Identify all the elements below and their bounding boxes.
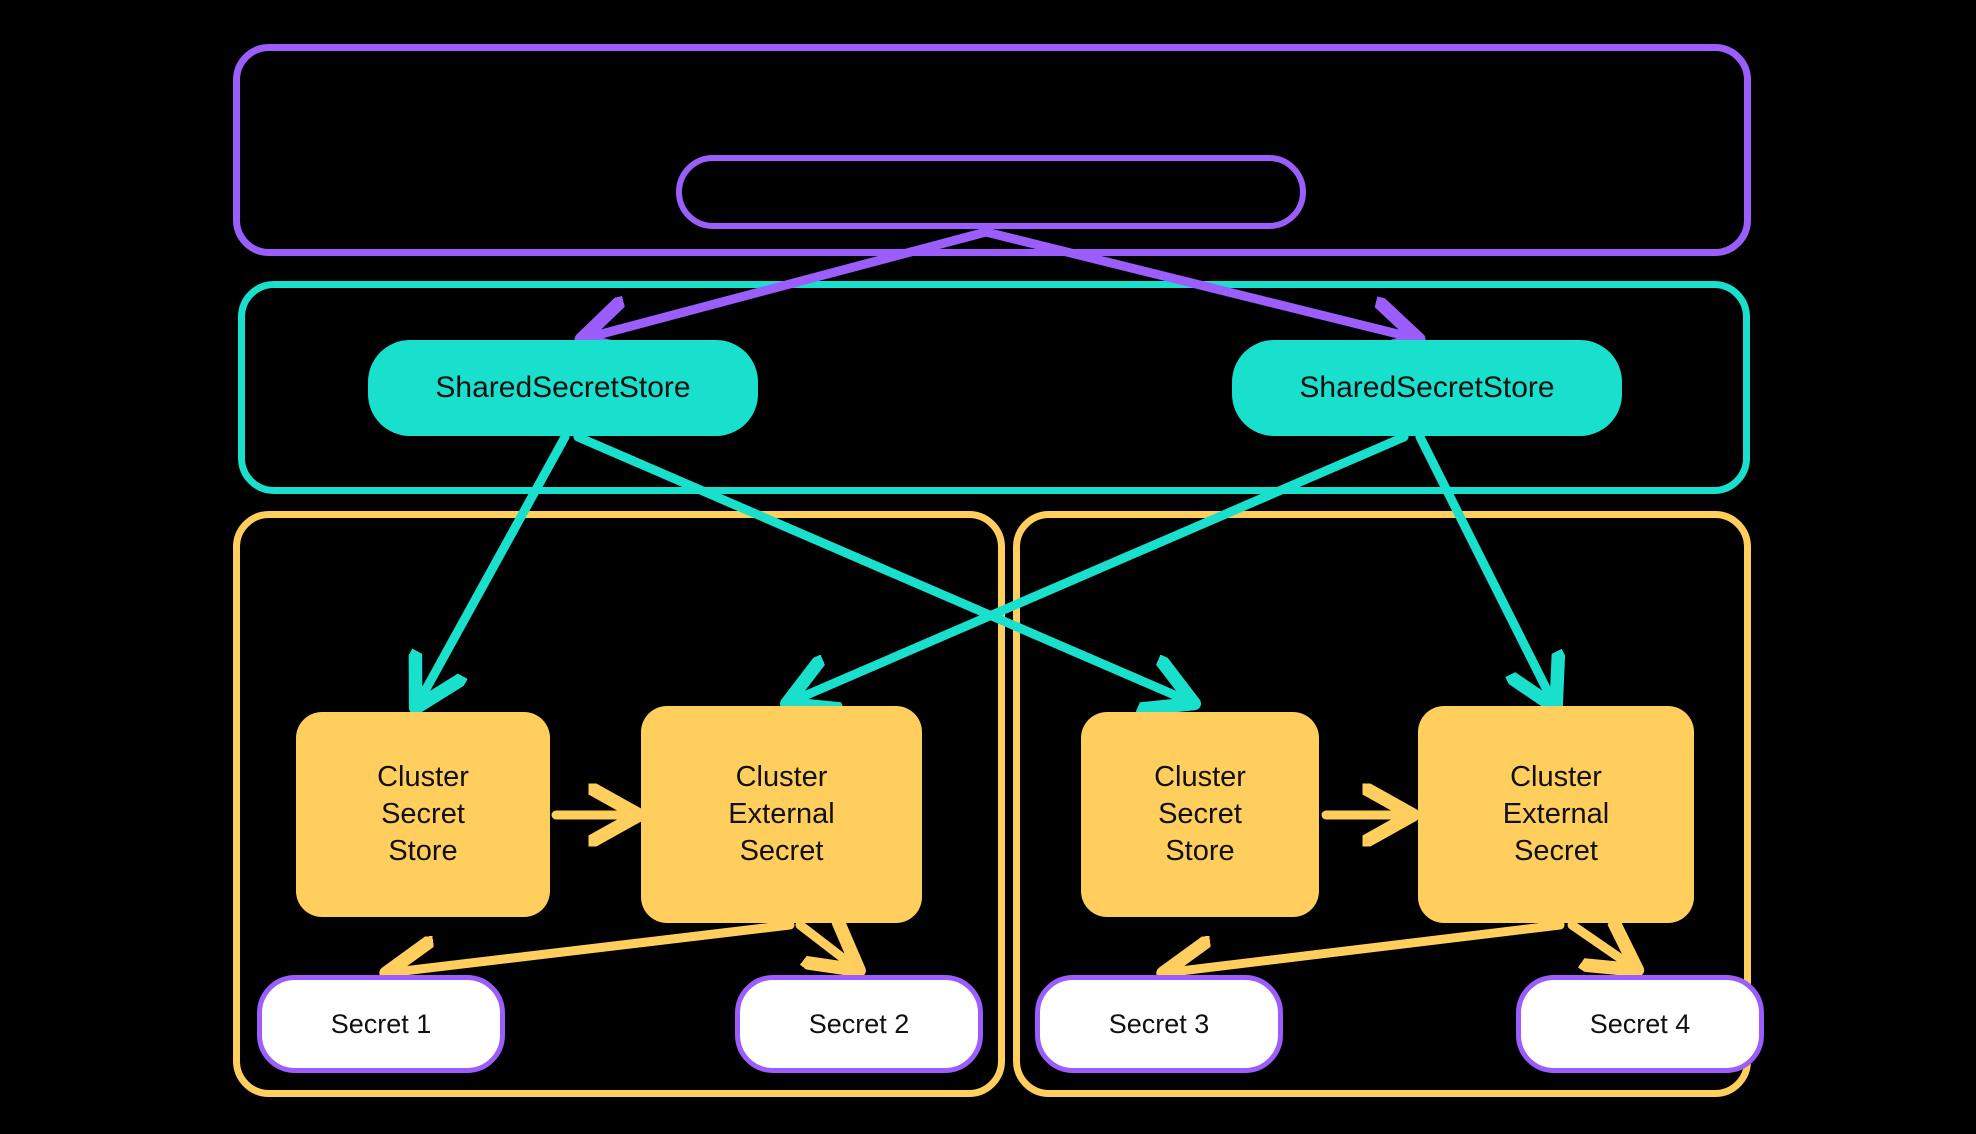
shared-secret-store-a[interactable]: SharedSecretStore <box>368 340 758 436</box>
cluster-external-secret-a[interactable]: Cluster External Secret <box>641 706 922 923</box>
secret-3[interactable]: Secret 3 <box>1035 975 1283 1073</box>
shared-secret-store-b[interactable]: SharedSecretStore <box>1232 340 1622 436</box>
cluster-secret-store-a[interactable]: Cluster Secret Store <box>296 712 550 917</box>
organization-root-node[interactable] <box>676 155 1306 229</box>
secret-1[interactable]: Secret 1 <box>257 975 505 1073</box>
secret-4[interactable]: Secret 4 <box>1516 975 1764 1073</box>
secret-2[interactable]: Secret 2 <box>735 975 983 1073</box>
cluster-secret-store-b[interactable]: Cluster Secret Store <box>1081 712 1319 917</box>
cluster-external-secret-b[interactable]: Cluster External Secret <box>1418 706 1694 923</box>
